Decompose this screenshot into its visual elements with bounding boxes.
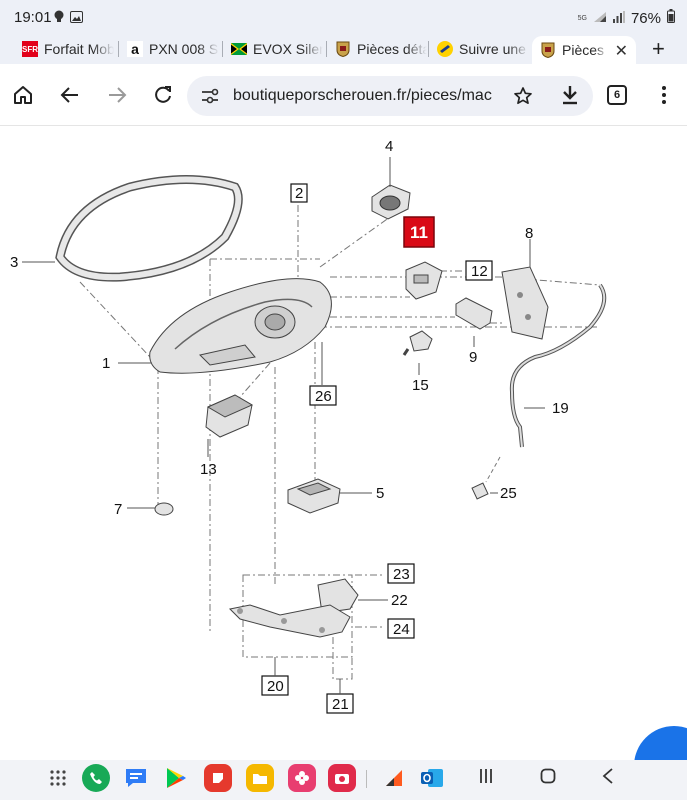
reload-icon[interactable] (151, 83, 175, 107)
lightbulb-notification-icon (54, 10, 64, 29)
camera-icon[interactable] (328, 764, 356, 792)
callout-4[interactable]: 4 (385, 138, 393, 155)
callout-15[interactable]: 15 (412, 377, 429, 394)
url-text: boutiqueporscherouen.fr/pieces/mac (233, 87, 492, 104)
tab-label: Pièces détachées (357, 41, 427, 57)
jamaica-flag-icon (231, 41, 247, 57)
bulb-part-15 (402, 330, 433, 356)
download-icon[interactable] (561, 85, 579, 110)
tab-2[interactable]: EVOX Silencieux (231, 36, 323, 62)
callout-9[interactable]: 9 (469, 349, 477, 366)
base-plate-part-20 (228, 604, 351, 638)
callout-22[interactable]: 22 (391, 592, 408, 609)
callout-25[interactable]: 25 (500, 485, 517, 502)
tab-label: Pièces (562, 42, 605, 58)
orange-app-icon[interactable] (380, 764, 408, 792)
battery-icon (667, 9, 675, 27)
site-settings-icon[interactable] (201, 88, 219, 109)
files-icon[interactable] (246, 764, 274, 792)
leader-lines (22, 157, 545, 601)
porsche-crest-icon (540, 42, 556, 58)
home-nav-icon[interactable] (540, 767, 556, 790)
phone-icon[interactable] (82, 764, 110, 792)
back-nav-icon[interactable] (602, 767, 614, 790)
callout-8[interactable]: 8 (525, 225, 533, 242)
outlook-icon[interactable] (418, 764, 446, 792)
tab-4[interactable]: Suivre une commande (437, 36, 529, 62)
amazon-icon: a (127, 41, 143, 57)
connector-part-25 (471, 456, 501, 500)
tab-label: Forfait Mobile (44, 41, 114, 57)
cooling-fan-part (371, 184, 411, 220)
browser-toolbar: boutiqueporscherouen.fr/pieces/mac 6 (0, 64, 687, 126)
cap-part-7 (154, 502, 174, 516)
callout-labels: 3 1 2 4 11 8 12 9 15 19 26 13 7 5 25 23 … (10, 138, 569, 714)
parts-diagram: 3 1 2 4 11 8 12 9 15 19 26 13 7 5 25 23 … (0, 127, 687, 760)
control-unit-part-9 (455, 297, 493, 330)
more-menu-icon[interactable] (652, 83, 676, 107)
recent-apps-icon[interactable] (478, 767, 494, 790)
network-type: 5G (577, 14, 587, 22)
sfr-icon: SFR (22, 41, 38, 57)
play-store-icon[interactable] (162, 764, 190, 792)
home-icon[interactable] (11, 83, 35, 107)
callout-11-highlighted[interactable]: 11 (410, 223, 428, 242)
forward-icon[interactable] (105, 83, 129, 107)
signal-icon (612, 10, 625, 27)
tab-1[interactable]: a PXN 008 Siège (127, 36, 219, 62)
callout-12[interactable]: 12 (471, 263, 488, 280)
callout-21[interactable]: 21 (332, 696, 349, 713)
notes-icon[interactable] (204, 764, 232, 792)
wifi-off-icon (593, 10, 607, 27)
ballast-part-13 (205, 394, 254, 438)
gallery-icon[interactable] (288, 764, 316, 792)
tab-label: Suivre une commande (459, 41, 529, 57)
porsche-crest-icon (335, 41, 351, 57)
new-tab-icon[interactable]: + (652, 36, 665, 61)
apps-grid-icon[interactable] (44, 764, 72, 792)
tab-divider (118, 41, 119, 57)
callout-26[interactable]: 26 (315, 388, 332, 405)
tab-divider (428, 41, 429, 57)
tab-3[interactable]: Pièces détachées (335, 36, 427, 62)
dock-divider (366, 770, 367, 788)
callout-24[interactable]: 24 (393, 621, 410, 638)
bracket-part-8 (501, 266, 549, 340)
callout-5[interactable]: 5 (376, 485, 384, 502)
module-part-11 (405, 261, 443, 300)
callout-3[interactable]: 3 (10, 254, 18, 271)
messages-icon[interactable] (122, 764, 150, 792)
tab-strip: SFR Forfait Mobile a PXN 008 Siège EVOX … (0, 32, 687, 64)
tab-divider (326, 41, 327, 57)
bookmark-star-icon[interactable] (513, 86, 533, 111)
image-notification-icon (70, 10, 83, 28)
status-indicators: 5G 76% (578, 9, 675, 27)
tab-label: PXN 008 Siège (149, 41, 219, 57)
status-bar: 19:01 5G 76% (0, 0, 687, 32)
callout-19[interactable]: 19 (552, 400, 569, 417)
callout-23[interactable]: 23 (393, 566, 410, 583)
callout-13[interactable]: 13 (200, 461, 217, 478)
tab-5-active[interactable]: Pièces ✕ (532, 36, 636, 64)
callout-2[interactable]: 2 (295, 185, 303, 202)
back-icon[interactable] (58, 83, 82, 107)
module-part-5 (287, 478, 341, 514)
status-time: 19:01 (14, 9, 52, 26)
callout-20[interactable]: 20 (267, 678, 284, 695)
callout-7[interactable]: 7 (114, 501, 122, 518)
tab-label: EVOX Silencieux (253, 41, 323, 57)
headlight-assembly (149, 278, 332, 374)
battery-level: 76% (630, 9, 661, 27)
tab-switcher-button[interactable]: 6 (607, 85, 627, 105)
android-nav-bar (0, 760, 687, 800)
diagram-guide-lines (79, 205, 601, 680)
tab-divider (222, 41, 223, 57)
close-tab-icon[interactable]: ✕ (614, 43, 628, 60)
headlight-bezel-ring (55, 175, 243, 282)
callout-1[interactable]: 1 (102, 355, 110, 372)
laposte-icon (437, 41, 453, 57)
tab-0[interactable]: SFR Forfait Mobile (22, 36, 114, 62)
address-bar[interactable]: boutiqueporscherouen.fr/pieces/mac (187, 76, 593, 116)
